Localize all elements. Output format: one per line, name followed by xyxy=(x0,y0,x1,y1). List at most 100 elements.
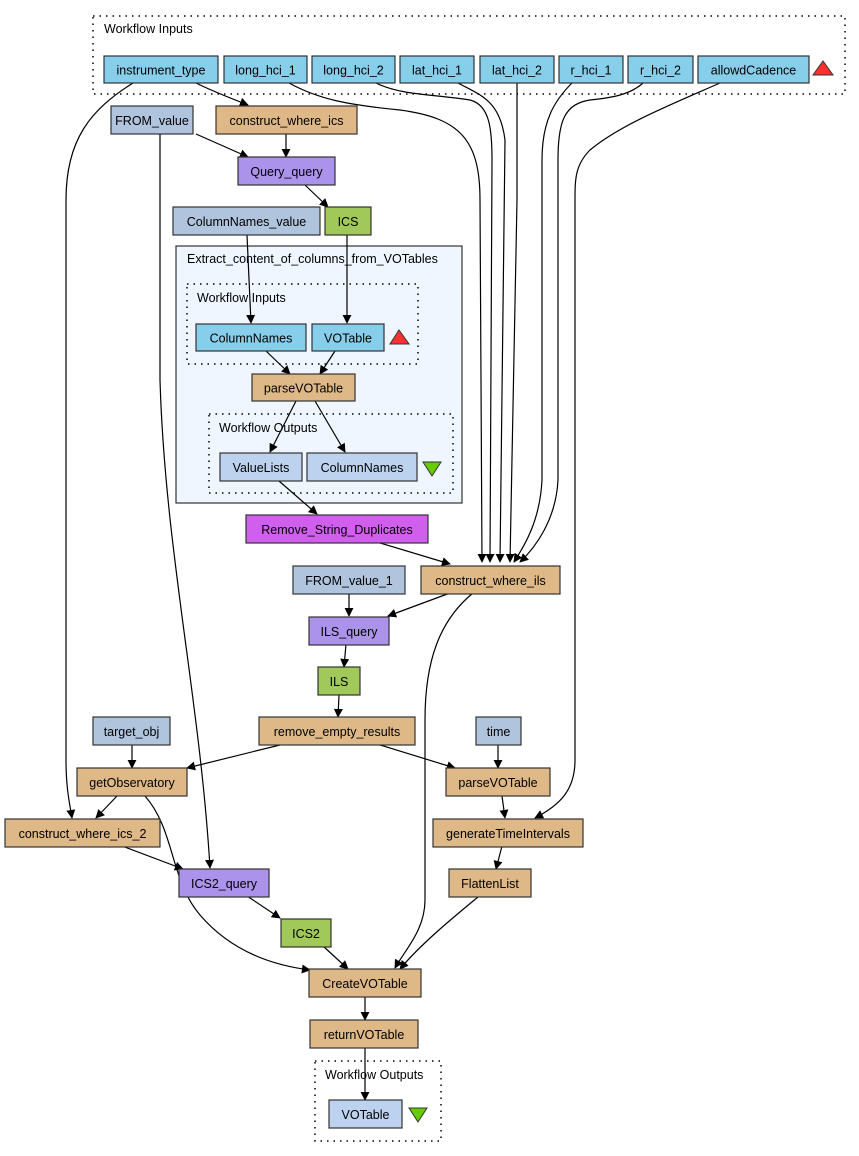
edge xyxy=(519,82,644,563)
node-label: parseVOTable xyxy=(264,382,343,396)
node-r-hci-2[interactable]: r_hci_2 xyxy=(627,55,694,84)
edge xyxy=(322,945,349,970)
cluster-label: Extract_content_of_columns_from_VOTables xyxy=(187,252,438,266)
node-label: VOTable xyxy=(342,1108,390,1122)
node-construct-where-ics-2[interactable]: construct_where_ics_2 xyxy=(4,818,161,848)
node-label: VOTable xyxy=(324,332,372,346)
node-box xyxy=(280,918,332,948)
node-parsevotable-nested[interactable]: parseVOTable xyxy=(251,373,356,402)
edge xyxy=(333,694,343,718)
node-label: ColumnNames xyxy=(210,332,293,346)
node-target-obj[interactable]: target_obj xyxy=(92,716,171,746)
node-label: ValueLists xyxy=(233,461,290,475)
edge xyxy=(121,845,184,871)
node-parsevotable[interactable]: parseVOTable xyxy=(445,767,551,797)
node-ics2[interactable]: ICS2 xyxy=(280,918,332,948)
node-from-value[interactable]: FROM_value xyxy=(110,105,194,135)
node-box xyxy=(215,105,358,135)
cluster-top-workflow-inputs: Workflow Inputs xyxy=(92,15,846,95)
node-box xyxy=(311,323,385,352)
edges xyxy=(65,82,721,1101)
node-box xyxy=(558,55,624,84)
node-label: ICS2 xyxy=(292,927,320,941)
node-label: FlattenList xyxy=(461,877,519,891)
edge xyxy=(65,82,134,819)
node-flattenlist[interactable]: FlattenList xyxy=(448,868,532,898)
node-ils[interactable]: ILS xyxy=(317,666,361,696)
edge xyxy=(159,134,215,869)
node-box xyxy=(223,55,308,84)
node-lat-hci-2[interactable]: lat_hci_2 xyxy=(479,55,555,84)
node-box xyxy=(4,818,161,848)
node-long-hci-1[interactable]: long_hci_1 xyxy=(223,55,308,84)
node-time[interactable]: time xyxy=(475,716,522,746)
node-generatetimeintervals[interactable]: generateTimeIntervals xyxy=(432,818,584,848)
edge xyxy=(457,82,506,563)
cluster-nested-inputs: Workflow Inputs xyxy=(186,283,419,365)
node-ics[interactable]: ICS xyxy=(324,206,372,236)
node-createvotable[interactable]: CreateVOTable xyxy=(308,968,422,998)
node-label: allowdCadence xyxy=(711,64,797,78)
node-query-query[interactable]: Query_query xyxy=(237,156,336,186)
node-allowdcadence[interactable]: allowdCadence xyxy=(697,55,810,84)
node-label: ICS xyxy=(338,215,359,229)
node-in-votable[interactable]: VOTable xyxy=(311,323,385,352)
node-columnnames-value[interactable]: ColumnNames_value xyxy=(172,206,321,236)
node-long-hci-2[interactable]: long_hci_2 xyxy=(311,55,396,84)
node-ics2-query[interactable]: ICS2_query xyxy=(178,868,270,898)
node-box xyxy=(448,868,532,898)
node-instrument-type[interactable]: instrument_type xyxy=(103,55,219,84)
node-label: Query_query xyxy=(250,165,323,179)
edge xyxy=(278,480,318,515)
node-label: r_hci_1 xyxy=(571,64,612,78)
node-remove-empty-results[interactable]: remove_empty_results xyxy=(258,716,416,746)
node-box xyxy=(697,55,810,84)
node-label: lat_hci_2 xyxy=(492,64,542,78)
node-from-value-1[interactable]: FROM_value_1 xyxy=(292,565,406,595)
node-box xyxy=(308,968,422,998)
node-box xyxy=(258,716,416,746)
node-label: FROM_value_1 xyxy=(305,574,393,588)
node-label: ILS_query xyxy=(321,625,379,639)
node-label: parseVOTable xyxy=(458,776,537,790)
node-out-columnnames[interactable]: ColumnNames xyxy=(306,452,418,482)
node-box xyxy=(308,616,390,646)
node-label: ColumnNames_value xyxy=(187,215,307,229)
edge xyxy=(195,133,249,158)
node-label: instrument_type xyxy=(117,64,206,78)
cluster-bottom-workflow-outputs: Workflow Outputs xyxy=(314,1060,442,1142)
edge xyxy=(246,234,256,324)
node-out-votable[interactable]: VOTable xyxy=(328,1099,403,1129)
node-construct-where-ils[interactable]: construct_where_ils xyxy=(420,565,561,595)
node-box xyxy=(311,55,396,84)
cluster-label: Workflow Inputs xyxy=(104,22,193,36)
node-in-columnnames[interactable]: ColumnNames xyxy=(195,323,307,352)
node-box xyxy=(292,565,406,595)
edge xyxy=(375,82,495,563)
node-r-hci-1[interactable]: r_hci_1 xyxy=(558,55,624,84)
node-ils-query[interactable]: ILS_query xyxy=(308,616,390,646)
edge xyxy=(144,795,311,974)
node-label: CreateVOTable xyxy=(322,977,408,991)
node-box xyxy=(420,565,561,595)
node-label: time xyxy=(487,725,511,739)
node-out-valuelists[interactable]: ValueLists xyxy=(219,452,303,482)
node-construct-where-ics[interactable]: construct_where_ics xyxy=(215,105,358,135)
node-label: remove_empty_results xyxy=(274,725,400,739)
node-box xyxy=(324,206,372,236)
cluster-label: Workflow Outputs xyxy=(325,1068,423,1082)
node-label: lat_hci_1 xyxy=(412,64,462,78)
edge xyxy=(246,895,281,919)
node-remove-string-duplicates[interactable]: Remove_String_Duplicates xyxy=(245,514,429,544)
node-label: getObservatory xyxy=(89,776,175,790)
node-getobservatory[interactable]: getObservatory xyxy=(76,767,188,797)
node-box xyxy=(172,206,321,236)
edge xyxy=(186,744,281,771)
node-label: construct_where_ils xyxy=(435,574,545,588)
node-box xyxy=(445,767,551,797)
node-returnvotable[interactable]: returnVOTable xyxy=(309,1019,419,1049)
node-box xyxy=(475,716,522,746)
edge xyxy=(513,82,573,563)
node-lat-hci-1[interactable]: lat_hci_1 xyxy=(399,55,475,84)
